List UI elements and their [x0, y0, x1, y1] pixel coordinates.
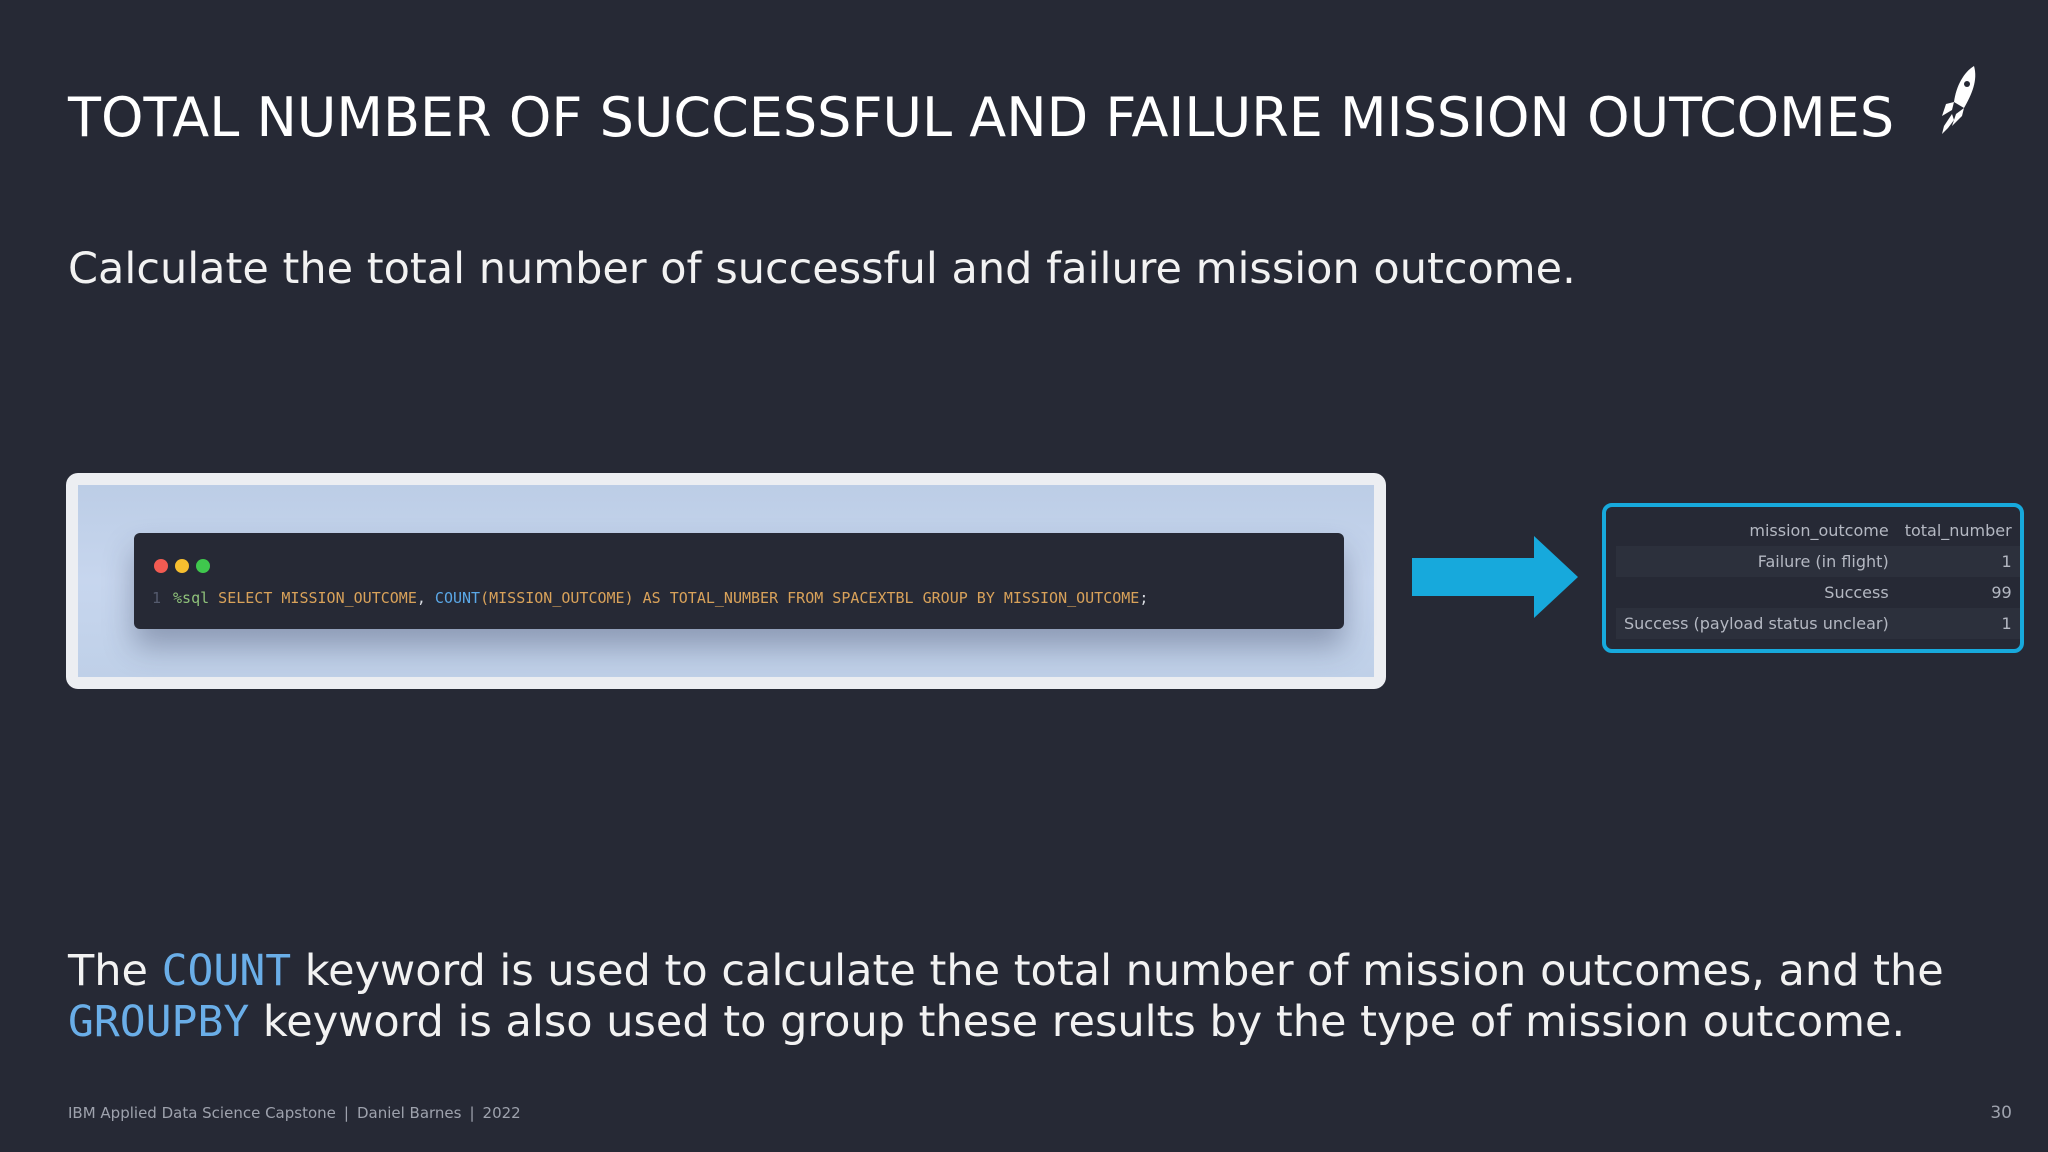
column-header: mission_outcome	[1749, 521, 1889, 540]
footer-course: IBM Applied Data Science Capstone	[68, 1104, 336, 1122]
explanation-line-1: The COUNT keyword is used to calculate t…	[68, 946, 1944, 997]
line-number: 1	[152, 589, 162, 607]
table-cell: Success (payload status unclear)	[1616, 608, 1897, 639]
rocket-icon	[1942, 66, 1976, 134]
sql-count-function: COUNT	[425, 589, 481, 607]
code-window: 1 %sql SELECT MISSION_OUTCOME, COUNT(MISS…	[134, 533, 1344, 629]
table-cell: 1	[1896, 608, 2020, 639]
window-minimize-dot	[175, 559, 189, 573]
explanation-text-part: keyword is used to calculate the total n…	[291, 946, 1944, 996]
page-number: 30	[1990, 1103, 2012, 1123]
footer: IBM Applied Data Science Capstone | Daniel…	[68, 1104, 521, 1122]
groupby-keyword: GROUPBY	[68, 997, 250, 1047]
table-row: Success (payload status unclear) 1	[1616, 608, 2020, 639]
table-row: Failure (in flight) 1	[1616, 546, 2020, 577]
table-cell: 99	[1991, 583, 2012, 602]
sql-magic: %sql	[173, 589, 210, 607]
explanation-line-2: GROUPBY keyword is also used to group th…	[68, 997, 1944, 1048]
sql-semicolon: ;	[1139, 589, 1149, 607]
count-keyword: COUNT	[161, 946, 292, 996]
explanation-text-part: The	[68, 946, 162, 996]
sql-select-part: SELECT MISSION_OUTCOME	[209, 589, 417, 607]
footer-separator: |	[343, 1104, 349, 1122]
window-close-dot	[154, 559, 168, 573]
table-row: Success 99	[1616, 577, 2020, 608]
query-result: mission_outcome total_number Failure (in…	[1602, 503, 2024, 653]
explanation-text: The COUNT keyword is used to calculate t…	[68, 946, 1944, 1048]
table-cell: 1	[1896, 546, 2020, 577]
table-cell: Failure (in flight)	[1616, 546, 1897, 577]
result-table: mission_outcome total_number Failure (in…	[1616, 515, 2020, 639]
sql-comma: ,	[416, 589, 426, 607]
footer-separator: |	[469, 1104, 475, 1122]
table-header-row: mission_outcome total_number	[1616, 515, 2020, 546]
explanation-text-part: keyword is also used to group these resu…	[249, 997, 1906, 1047]
slide-title: TOTAL NUMBER OF SUCCESSFUL AND FAILURE M…	[68, 86, 1895, 149]
column-header: total_number	[1904, 521, 2012, 540]
right-arrow-icon	[1412, 536, 1578, 618]
code-background: 1 %sql SELECT MISSION_OUTCOME, COUNT(MISS…	[78, 485, 1374, 677]
slide-subtitle: Calculate the total number of successful…	[68, 244, 1576, 294]
sql-code-line: 1 %sql SELECT MISSION_OUTCOME, COUNT(MISS…	[152, 589, 1148, 607]
footer-year: 2022	[482, 1104, 521, 1122]
table-cell: Success	[1824, 583, 1889, 602]
footer-author: Daniel Barnes	[356, 1104, 462, 1122]
window-maximize-dot	[196, 559, 210, 573]
code-screenshot: 1 %sql SELECT MISSION_OUTCOME, COUNT(MISS…	[66, 473, 1386, 689]
sql-rest: (MISSION_OUTCOME) AS TOTAL_NUMBER FROM S…	[480, 589, 1140, 607]
